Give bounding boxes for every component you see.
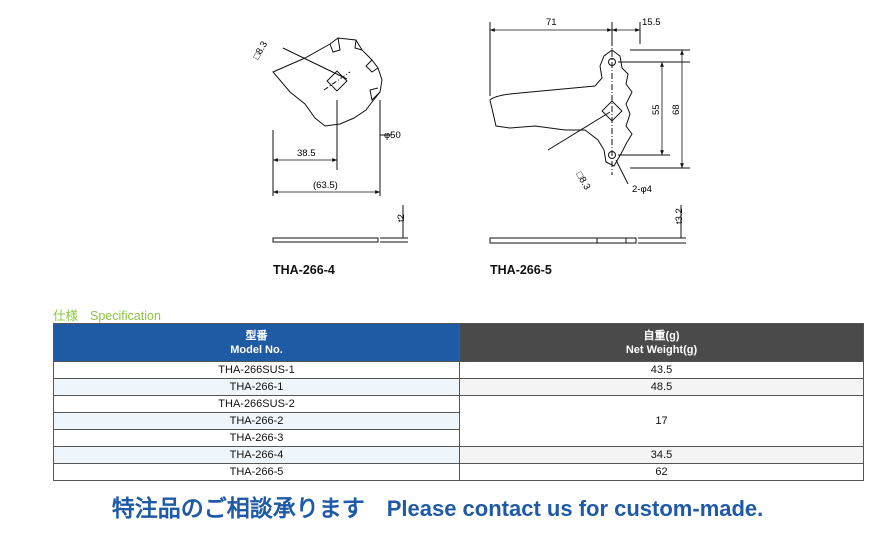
caption-tha-266-5: THA-266-5: [490, 263, 552, 277]
dim-square-8-3-b: □8.3: [573, 170, 592, 192]
custom-order-en: Please contact us for custom-made.: [386, 496, 764, 521]
spec-heading-en: Specification: [90, 309, 161, 323]
tha-266-5-side-view: [489, 205, 686, 244]
weight-cell: 62: [459, 463, 864, 481]
model-cell: THA-266SUS-2: [53, 395, 460, 413]
spec-heading: 仕様 Specification: [53, 305, 173, 324]
tha-266-4-top-view: [272, 37, 392, 196]
table-row: THA-266-2: [53, 412, 864, 430]
weight-cell: 48.5: [459, 378, 864, 396]
spec-table: 型番 Model No. 自重(g) Net Weight(g) THA-266…: [53, 323, 864, 481]
dim-71: 71: [546, 17, 557, 28]
weight-cell: 34.5: [459, 446, 864, 464]
custom-order-jp: 特注品のご相談承ります: [111, 495, 365, 521]
technical-drawings: □8.3 φ50 38.5 (63.5) t2 71 15.5 55 68 □8…: [251, 17, 690, 244]
header-model-jp: 型番: [245, 329, 268, 342]
model-cell: THA-266SUS-1: [53, 361, 460, 379]
header-model-en: Model No.: [230, 343, 283, 356]
model-cell: THA-266-2: [53, 412, 460, 430]
weight-cell: 43.5: [459, 361, 864, 379]
table-row: THA-266-1 48.5: [53, 378, 864, 396]
header-weight-en: Net Weight(g): [625, 343, 698, 356]
model-cell: THA-266-5: [53, 463, 460, 481]
spec-header-row: 型番 Model No. 自重(g) Net Weight(g): [53, 323, 864, 362]
header-model: 型番 Model No.: [53, 323, 460, 362]
dim-t2: t2: [396, 214, 407, 222]
spec-heading-jp: 仕様: [53, 309, 79, 323]
tha-266-5-top-view: [489, 22, 690, 185]
dim-square-8-3-a: □8.3: [251, 40, 270, 62]
dim-63-5: (63.5): [313, 180, 338, 191]
dim-2-phi-4: 2-φ4: [632, 184, 652, 195]
dim-15-5: 15.5: [642, 17, 661, 28]
dim-55: 55: [651, 104, 662, 115]
table-row: THA-266-5 62: [53, 463, 864, 481]
dim-phi-50: φ50: [384, 130, 401, 141]
weight-cell: 17: [459, 395, 864, 447]
model-cell: THA-266-3: [53, 429, 460, 447]
model-cell: THA-266-4: [53, 446, 460, 464]
table-row: THA-266SUS-1 43.5: [53, 361, 864, 379]
header-weight: 自重(g) Net Weight(g): [459, 323, 864, 362]
custom-order-notice: 特注品のご相談承ります Please contact us for custom-…: [0, 489, 875, 523]
header-weight-jp: 自重(g): [643, 329, 680, 342]
model-cell: THA-266-1: [53, 378, 460, 396]
tha-266-4-side-view: [272, 205, 408, 243]
caption-tha-266-4: THA-266-4: [273, 263, 335, 277]
table-row: THA-266-4 34.5: [53, 446, 864, 464]
dim-68: 68: [671, 104, 682, 115]
dim-38-5: 38.5: [297, 148, 316, 159]
table-row: THA-266SUS-2 17: [53, 395, 864, 447]
dim-t3-2: t3.2: [674, 208, 685, 224]
